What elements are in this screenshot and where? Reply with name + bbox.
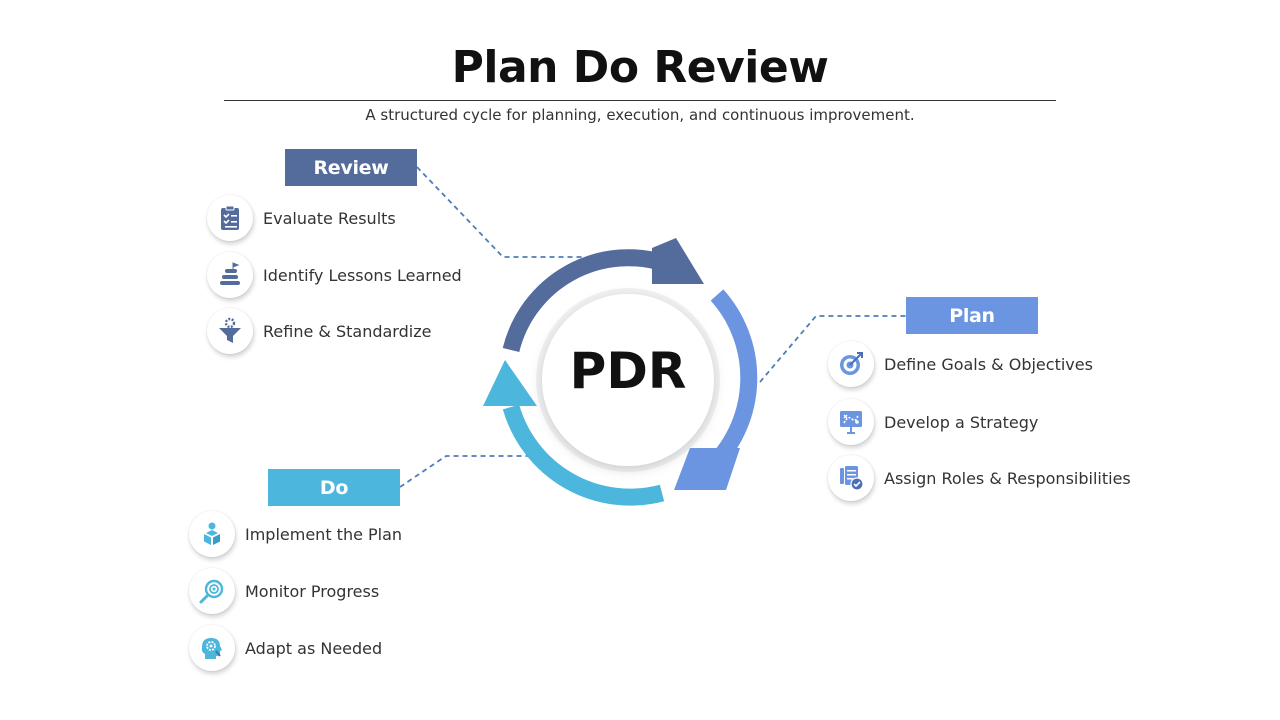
magnifier-target-icon <box>189 568 235 614</box>
clipboard-checklist-icon <box>207 195 253 241</box>
plan-item: Develop a Strategy <box>828 399 1038 445</box>
review-item: Evaluate Results <box>207 195 396 241</box>
plan-item: Define Goals & Objectives <box>828 341 1093 387</box>
stairs-flag-icon <box>207 252 253 298</box>
page-title: Plan Do Review <box>451 42 829 93</box>
do-item-text: Adapt as Needed <box>245 638 383 658</box>
review-arc <box>502 249 670 353</box>
plan-item-text: Define Goals & Objectives <box>884 354 1093 374</box>
plan-item-text: Develop a Strategy <box>884 412 1039 432</box>
review-item-text: Refine & Standardize <box>263 321 432 341</box>
title-divider <box>224 100 1056 101</box>
person-box-icon <box>189 511 235 557</box>
review-connector <box>416 166 585 258</box>
do-connector <box>399 455 528 488</box>
target-arrow-icon <box>828 341 874 387</box>
page-subtitle: A structured cycle for planning, executi… <box>365 106 915 124</box>
do-arc <box>502 404 665 506</box>
center-disc <box>542 294 714 466</box>
head-gear-icon <box>189 625 235 671</box>
plan-connector <box>759 315 906 383</box>
review-label: Review <box>285 149 417 186</box>
do-item-text: Monitor Progress <box>245 581 380 601</box>
review-arrowhead <box>652 238 704 284</box>
funnel-gear-icon <box>207 308 253 354</box>
plan-arrowhead <box>674 448 740 490</box>
plan-arc <box>707 289 758 470</box>
do-item-text: Implement the Plan <box>245 524 403 544</box>
do-label: Do <box>268 469 400 506</box>
do-item: Monitor Progress <box>189 568 379 614</box>
document-check-icon <box>828 455 874 501</box>
do-item: Implement the Plan <box>189 511 402 557</box>
plan-label: Plan <box>906 297 1038 334</box>
review-item-text: Evaluate Results <box>263 208 396 228</box>
plan-item: Assign Roles & Responsibilities <box>828 455 1131 501</box>
do-item: Adapt as Needed <box>189 625 382 671</box>
do-arrowhead <box>483 360 537 406</box>
strategy-board-icon <box>828 399 874 445</box>
plan-item-text: Assign Roles & Responsibilities <box>884 468 1131 488</box>
review-item-text: Identify Lessons Learned <box>263 265 462 285</box>
center-label: PDR <box>569 342 687 400</box>
review-item: Refine & Standardize <box>207 308 431 354</box>
review-item: Identify Lessons Learned <box>207 252 462 298</box>
